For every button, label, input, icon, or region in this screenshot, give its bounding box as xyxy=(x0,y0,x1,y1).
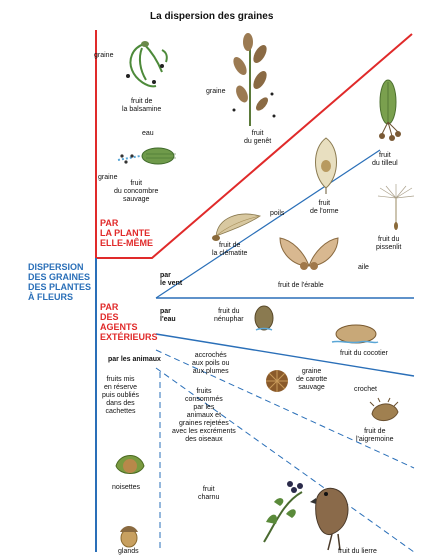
caption-pissenlit: fruit du pissenlit xyxy=(376,236,401,252)
caption-clematite: fruit de la clématite xyxy=(212,242,247,258)
caption-aigremoine: fruit de l'aigremoine xyxy=(356,428,394,444)
caption-balsamine: fruit de la balsamine xyxy=(122,98,161,114)
noisettes-illustration xyxy=(110,446,150,482)
orme-fruit-illustration xyxy=(310,136,342,196)
label-aile: aile xyxy=(358,264,369,272)
cocotier-fruit-illustration xyxy=(330,322,380,348)
label-poils: poils xyxy=(270,210,284,218)
concombre-fruit-illustration xyxy=(116,142,182,172)
diagram-title: La dispersion des graines xyxy=(150,11,273,23)
label-balsamine-seed: graine xyxy=(94,52,113,60)
caption-attached: accrochés aux poils ou aux plumes xyxy=(192,352,229,376)
caption-nenuphar: fruit du nénuphar xyxy=(214,308,244,324)
caption-reserve: fruits mis en réserve puis oubliés dans … xyxy=(102,376,139,416)
nenuphar-fruit-illustration xyxy=(252,300,276,334)
caption-noisettes: noisettes xyxy=(112,484,140,492)
caption-orme: fruit de l'orme xyxy=(310,200,339,216)
label-crochet: crochet xyxy=(354,386,377,394)
caption-cocotier: fruit du cocotier xyxy=(340,350,388,358)
erable-fruit-illustration xyxy=(274,232,344,284)
caption-chamu: fruit charnu xyxy=(198,486,219,502)
caption-erable: fruit de l'érable xyxy=(278,282,324,290)
caption-carotte: graine de carotte sauvage xyxy=(296,368,327,392)
heading-plant-itself: PAR LA PLANTE ELLE-MÊME xyxy=(100,218,153,248)
label-by-water: par l'eau xyxy=(160,308,176,324)
lierre-bird-illustration xyxy=(256,462,366,552)
caption-consumed: fruits consommés par les animaux et grai… xyxy=(172,388,236,444)
main-label: DISPERSION DES GRAINES DES PLANTES À FLE… xyxy=(28,262,91,302)
balsamine-fruit-illustration xyxy=(118,36,172,94)
pissenlit-fruit-illustration xyxy=(376,184,416,230)
blue-diagonal-wind xyxy=(156,150,380,298)
caption-lierre: fruit du lierre xyxy=(338,548,377,556)
label-by-animals: par les animaux xyxy=(108,356,161,364)
heading-external-agents: PAR DES AGENTS EXTÉRIEURS xyxy=(100,302,158,342)
label-by-wind: par le vent xyxy=(160,272,182,288)
tilleul-fruit-illustration xyxy=(370,78,406,150)
label-genet-seed: graine xyxy=(206,88,225,96)
caption-glands: glands xyxy=(118,548,139,556)
genet-fruit-illustration xyxy=(228,32,278,128)
carotte-seed-illustration xyxy=(262,366,292,396)
glands-illustration xyxy=(114,520,144,548)
label-concombre-water: eau xyxy=(142,130,154,138)
clematite-fruit-illustration xyxy=(208,206,268,246)
aigremoine-fruit-illustration xyxy=(364,394,404,428)
caption-tilleul: fruit du tilleul xyxy=(372,152,398,168)
caption-genet: fruit du genêt xyxy=(244,130,271,146)
caption-concombre: fruit du concombre sauvage xyxy=(114,180,158,204)
